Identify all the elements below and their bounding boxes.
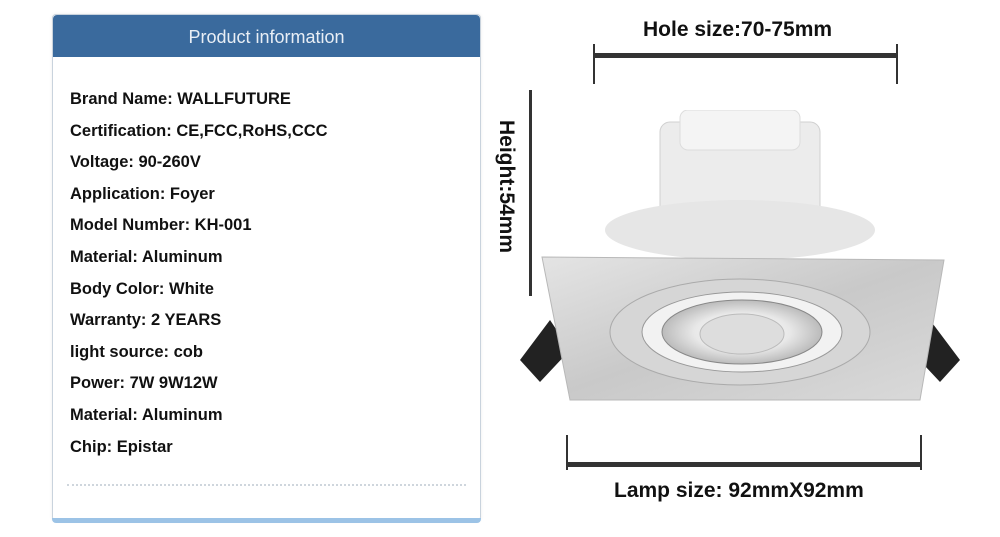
product-info-panel: Product information Brand Name: WALLFUTU… [52,14,481,523]
spec-body-color: Body Color: White [70,279,214,298]
spec-model: Model Number: KH-001 [70,216,252,235]
spec-chip: Chip: Epistar [70,437,173,456]
spec-list: Brand Name: WALLFUTURE Certification: CE… [70,87,328,466]
height-line [529,90,532,296]
hole-tick-left [593,44,595,84]
lamp-size-line [566,462,922,467]
spec-warranty: Warranty: 2 YEARS [70,311,222,330]
panel-title: Product information [53,15,480,57]
spec-voltage: Voltage: 90-260V [70,153,201,172]
spec-material-2: Material: Aluminum [70,405,223,424]
panel-bottom-bar [52,518,481,523]
spec-brand: Brand Name: WALLFUTURE [70,90,291,108]
hole-tick-right [896,44,898,84]
lamp-size-label: Lamp size: 92mmX92mm [614,479,864,502]
lamp-tick-right [920,435,922,470]
spec-application: Application: Foyer [70,184,215,203]
downlight-product-image [520,110,960,401]
height-label: Height:54mm [495,120,518,254]
hole-size-line [593,53,898,58]
lamp-tick-left [566,435,568,470]
dotted-divider [67,484,466,486]
spec-power: Power: 7W 9W12W [70,374,218,393]
spec-light-source: light source: cob [70,342,203,361]
spec-certification: Certification: CE,FCC,RoHS,CCC [70,121,328,140]
spec-material: Material: Aluminum [70,247,223,266]
hole-size-label: Hole size:70-75mm [643,18,833,41]
